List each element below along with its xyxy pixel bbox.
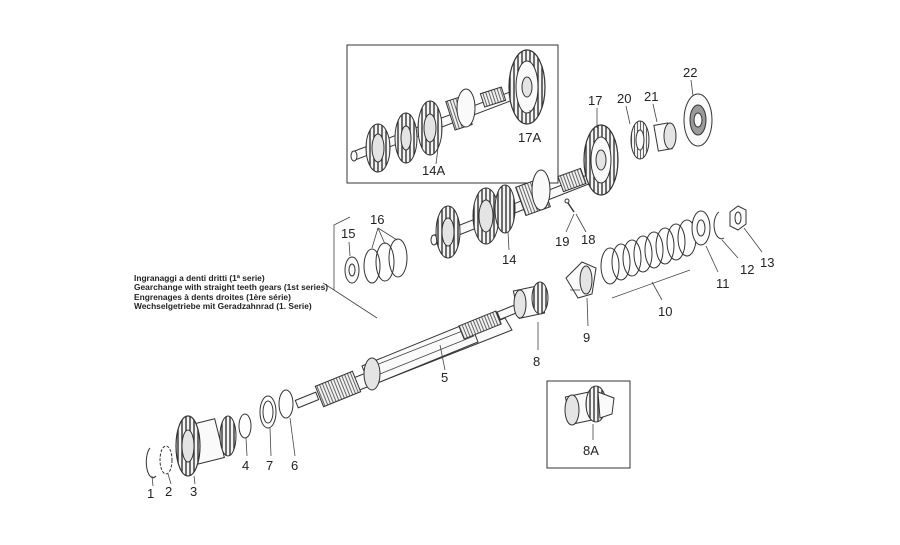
gear-3 bbox=[175, 415, 237, 477]
sleeve-8 bbox=[512, 281, 549, 319]
series-note: Ingranaggi a denti dritti (1ª serie) Gea… bbox=[134, 273, 329, 312]
bushing-21 bbox=[653, 122, 677, 152]
callout-20: 20 bbox=[617, 91, 631, 106]
spring-10 bbox=[600, 219, 697, 299]
callout-8: 8 bbox=[533, 354, 540, 369]
ring-4 bbox=[238, 413, 252, 439]
callout-13: 13 bbox=[760, 255, 774, 270]
note-line-de: Wechselgetriebe mit Geradzahnrad (1. Ser… bbox=[134, 301, 312, 312]
callout-17a: 17A bbox=[518, 130, 541, 145]
washer-15 bbox=[344, 256, 360, 284]
inset-box-14a-17a: 14A 17A bbox=[346, 44, 559, 184]
washer-11 bbox=[691, 210, 711, 246]
note-line-it: Ingranaggi a denti dritti (1ª serie) bbox=[134, 273, 265, 283]
note-line-en: Gearchange with straight teeth gears (1s… bbox=[134, 282, 329, 293]
callout-10: 10 bbox=[658, 304, 672, 319]
needle-bearing-20 bbox=[630, 120, 650, 160]
callout-16: 16 bbox=[370, 212, 384, 227]
callout-2: 2 bbox=[165, 484, 172, 499]
synchro-hub-22 bbox=[683, 93, 713, 147]
circlip-1 bbox=[145, 447, 157, 479]
gear-17 bbox=[583, 124, 619, 196]
callout-6: 6 bbox=[291, 458, 298, 473]
callout-17: 17 bbox=[588, 93, 602, 108]
shaft-5 bbox=[294, 303, 520, 409]
callout-14: 14 bbox=[502, 252, 516, 267]
nut-13 bbox=[729, 205, 747, 231]
callout-3: 3 bbox=[190, 484, 197, 499]
callout-1: 1 bbox=[147, 486, 154, 501]
inset-gear-17a bbox=[508, 49, 546, 125]
ring-6 bbox=[278, 389, 294, 419]
callout-4: 4 bbox=[242, 458, 249, 473]
washers-16 bbox=[363, 238, 408, 284]
callout-18: 18 bbox=[581, 232, 595, 247]
callout-15: 15 bbox=[341, 226, 355, 241]
pin-18-19 bbox=[564, 198, 587, 233]
ring-7 bbox=[259, 395, 277, 429]
callout-9: 9 bbox=[583, 330, 590, 345]
callout-19: 19 bbox=[555, 234, 569, 249]
washer-2 bbox=[159, 445, 173, 475]
callout-11: 11 bbox=[716, 276, 730, 291]
callout-14a: 14A bbox=[422, 163, 445, 178]
circlip-12 bbox=[713, 211, 725, 240]
inset-box-8a: 8A bbox=[546, 380, 631, 469]
main-shaft-14 bbox=[430, 167, 605, 259]
callout-7: 7 bbox=[266, 458, 273, 473]
inset-shaft-14a bbox=[350, 86, 514, 173]
callout-5: 5 bbox=[441, 370, 448, 385]
callout-22: 22 bbox=[683, 65, 697, 80]
callout-21: 21 bbox=[644, 89, 658, 104]
shift-fork-9 bbox=[565, 261, 597, 299]
note-line-fr: Engrenages à dents droites (1ère série) bbox=[134, 291, 291, 302]
callout-12: 12 bbox=[740, 262, 754, 277]
callout-8a: 8A bbox=[583, 443, 599, 458]
